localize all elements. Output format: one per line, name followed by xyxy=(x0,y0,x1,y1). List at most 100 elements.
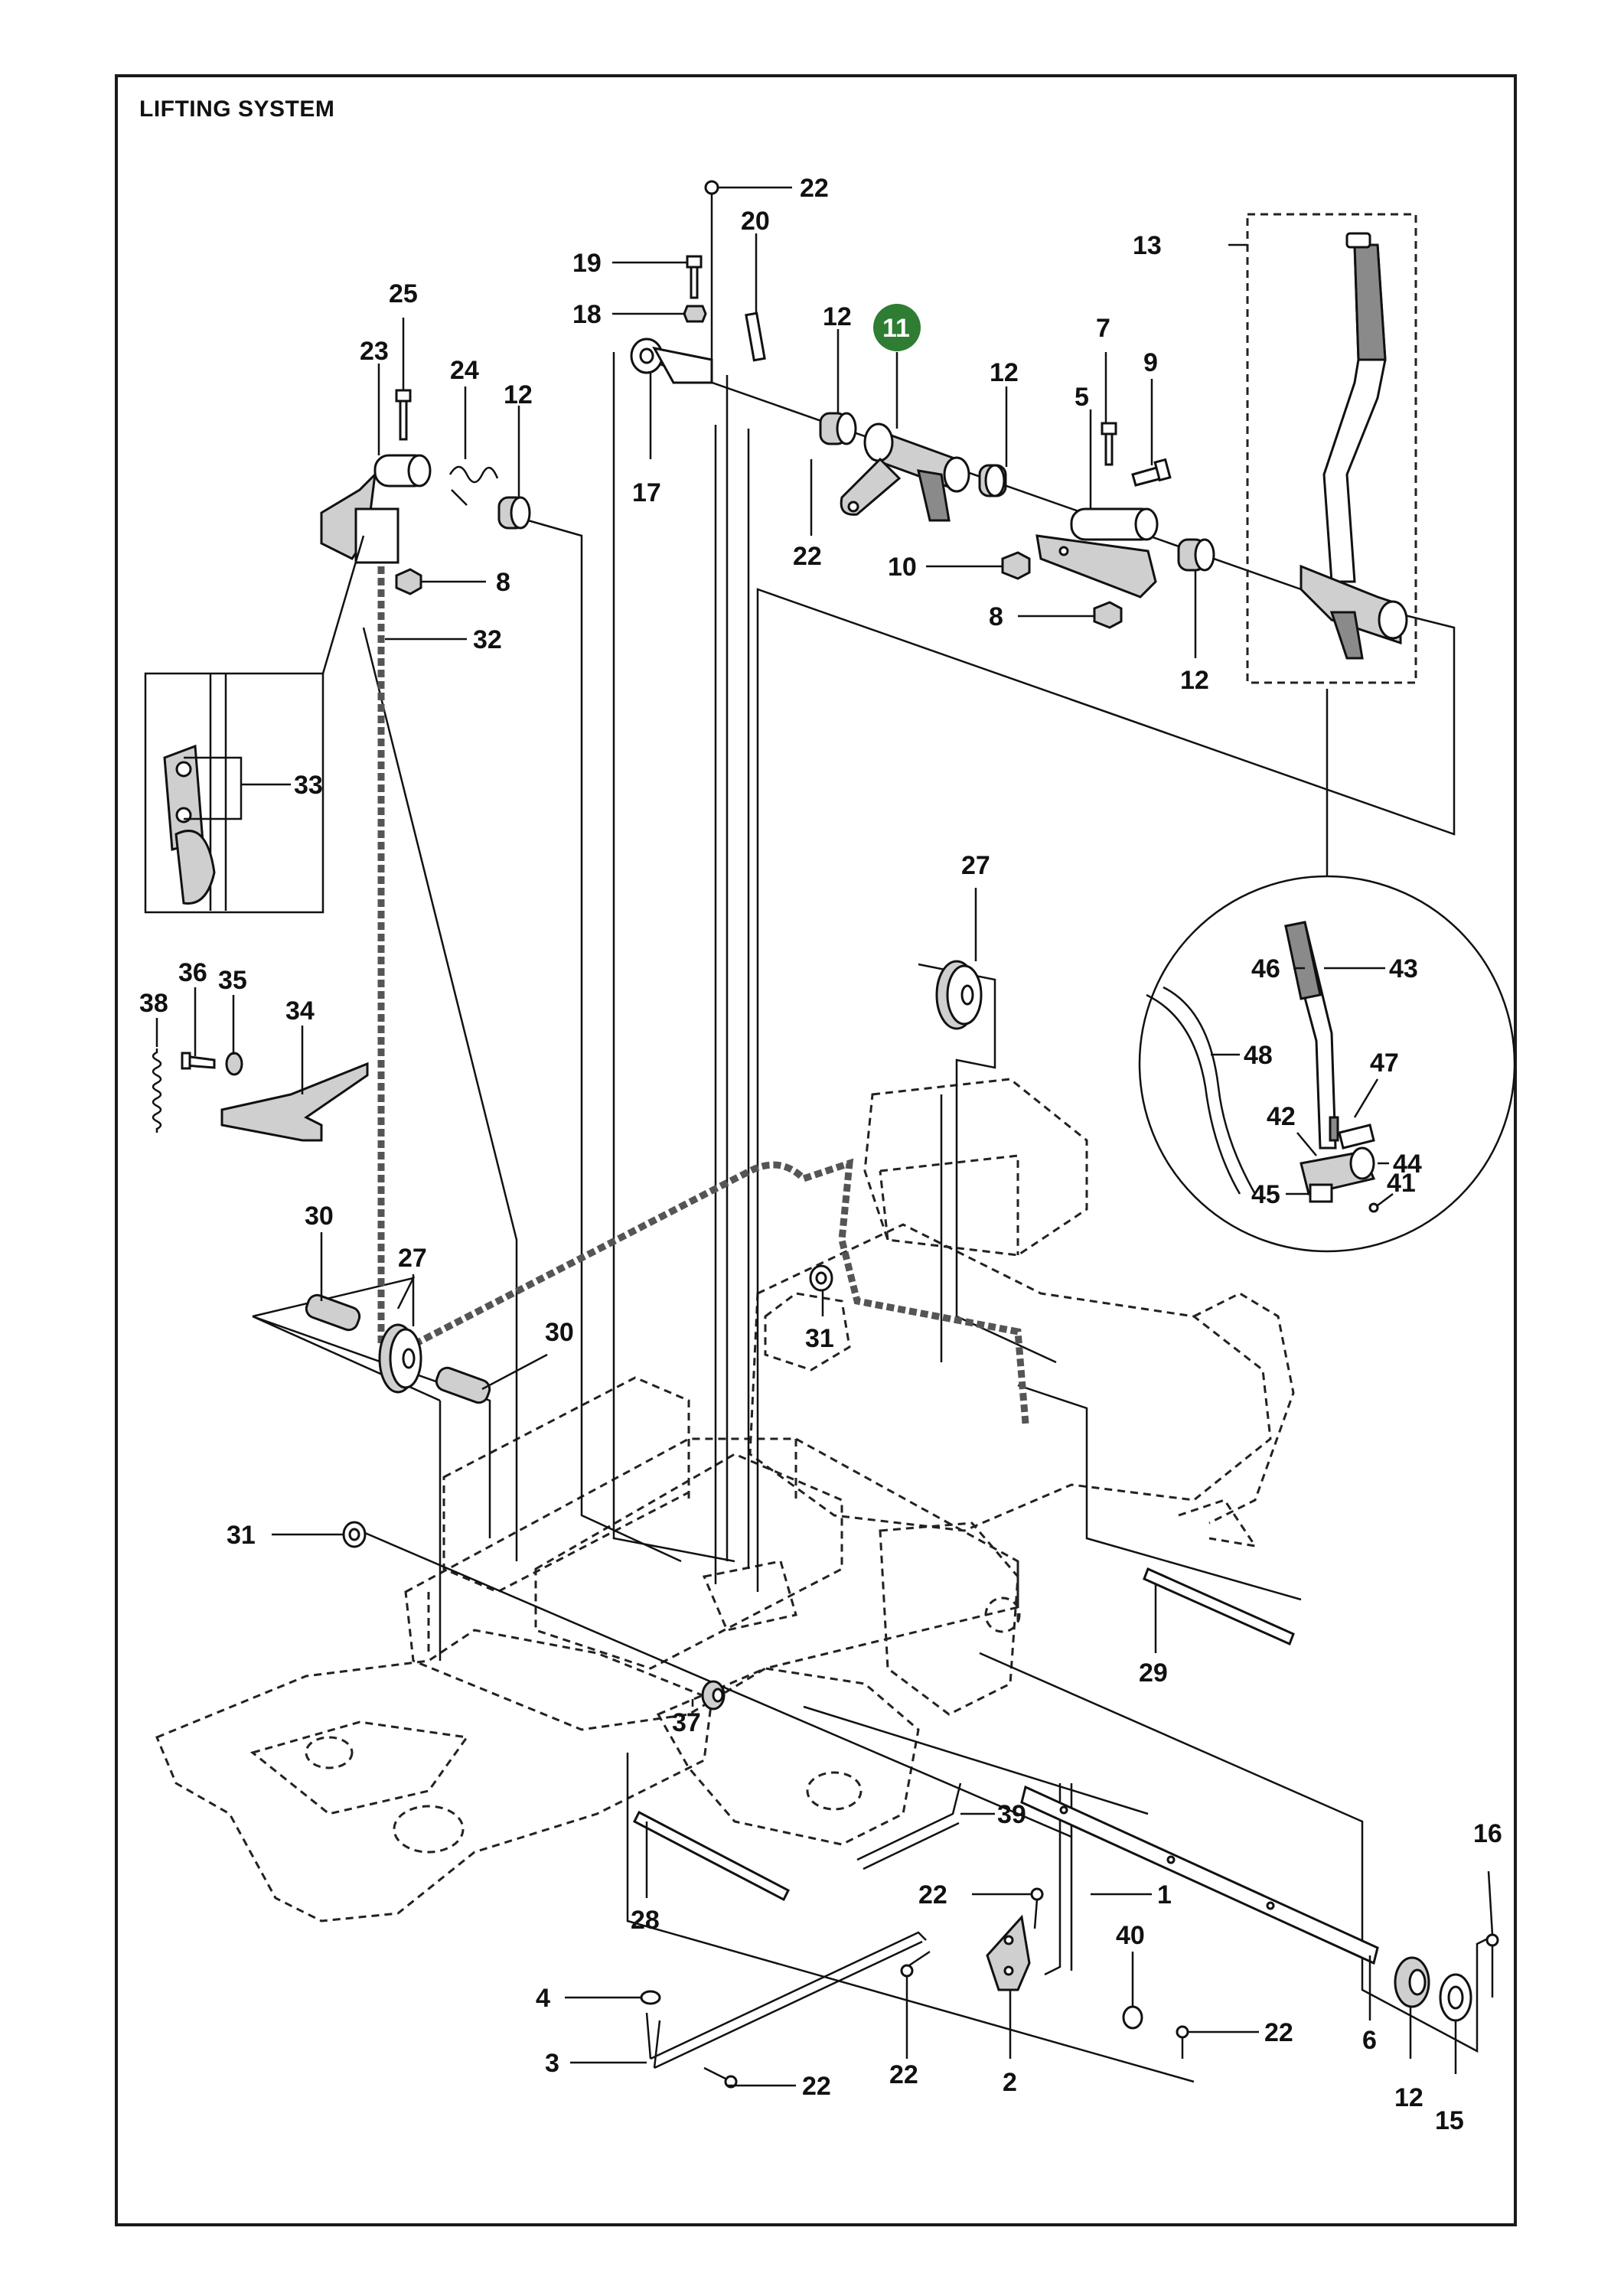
callout-31: 31 xyxy=(805,1324,834,1353)
inset-chain-link xyxy=(144,535,365,914)
part-24-spring xyxy=(448,465,499,506)
callout-5: 5 xyxy=(1075,383,1089,412)
callout-16: 16 xyxy=(1473,1819,1502,1848)
callout-12: 12 xyxy=(1180,666,1209,695)
callout-22: 22 xyxy=(793,542,822,571)
callout-43: 43 xyxy=(1389,954,1418,983)
callout-42: 42 xyxy=(1267,1102,1296,1131)
part-39-link xyxy=(856,1782,962,1870)
part-3-rod xyxy=(645,1931,927,2069)
callout-44: 44 xyxy=(1393,1150,1422,1179)
callout-39: 39 xyxy=(997,1800,1026,1829)
chassis-frame xyxy=(155,1078,1295,1923)
part-4-washer xyxy=(640,1990,661,2005)
part-18-nut xyxy=(683,305,707,323)
part-9-screw xyxy=(1131,458,1172,487)
callout-35: 35 xyxy=(218,966,247,995)
callout-19: 19 xyxy=(572,249,602,278)
roll-pins-lower xyxy=(703,1887,1189,2089)
part-28-rod xyxy=(632,1810,791,1902)
callout-8: 8 xyxy=(989,602,1003,631)
callout-12: 12 xyxy=(504,380,533,409)
callout-labels: 22 20 19 18 12 11 13 7 9 12 5 25 23 24 1… xyxy=(139,174,1502,2135)
part-30-spacer-a xyxy=(305,1293,361,1332)
part-38-spring xyxy=(152,1049,162,1133)
part-17-bracket xyxy=(630,338,713,384)
callout-3: 3 xyxy=(545,2049,559,2078)
callout-13: 13 xyxy=(1133,231,1162,260)
callout-25: 25 xyxy=(389,279,418,308)
part-19-bolt xyxy=(686,255,703,299)
part-12-bushing-a xyxy=(819,412,857,445)
part-8-nut-left xyxy=(395,568,422,595)
callout-33: 33 xyxy=(294,771,323,800)
callout-22: 22 xyxy=(889,2060,918,2089)
callout-6: 6 xyxy=(1362,2026,1377,2055)
callout-2: 2 xyxy=(1003,2068,1017,2097)
callout-22: 22 xyxy=(1264,2018,1293,2047)
callout-37: 37 xyxy=(672,1708,701,1737)
assembly-lines xyxy=(252,352,1493,2083)
callout-23: 23 xyxy=(360,337,389,366)
diagram-frame xyxy=(115,74,1517,2226)
part-15-washer xyxy=(1439,1973,1472,2022)
callout-20: 20 xyxy=(741,207,770,236)
part-12-bushing-b xyxy=(978,464,1007,497)
part-12-bushing-e xyxy=(1394,1956,1430,2008)
callout-45: 45 xyxy=(1251,1180,1280,1209)
callout-40: 40 xyxy=(1116,1921,1145,1950)
detail-lever-circle xyxy=(1138,689,1516,1253)
callout-48: 48 xyxy=(1244,1041,1273,1070)
part-8-nut-top xyxy=(1093,601,1123,629)
part-36-bolt xyxy=(181,1052,216,1070)
callout-29: 29 xyxy=(1139,1658,1168,1688)
part-20-pin xyxy=(745,311,766,362)
callout-30: 30 xyxy=(305,1202,334,1231)
callout-22: 22 xyxy=(800,174,829,203)
part-12-bushing-c xyxy=(1177,538,1215,572)
callout-1: 1 xyxy=(1157,1880,1172,1910)
callout-18: 18 xyxy=(572,300,602,329)
part-16-pin xyxy=(1485,1933,1499,1998)
callout-10: 10 xyxy=(888,553,917,582)
callout-41: 41 xyxy=(1387,1169,1416,1198)
callout-27: 27 xyxy=(398,1244,427,1273)
callout-4: 4 xyxy=(536,1984,550,2013)
part-31-washer-center xyxy=(809,1264,833,1292)
part-34-bracket xyxy=(220,1062,369,1142)
callout-12: 12 xyxy=(823,302,852,331)
part-10-nut xyxy=(1001,551,1031,580)
callout-7: 7 xyxy=(1096,314,1110,343)
part-22-roll-pin-top xyxy=(704,180,719,360)
lifting-chain xyxy=(377,520,1029,1424)
callout-12: 12 xyxy=(1394,2083,1423,2112)
part-7-bolt xyxy=(1101,422,1117,466)
callout-46: 46 xyxy=(1251,954,1280,983)
part-2-plate xyxy=(986,1914,1031,1991)
part-29-shaft xyxy=(1143,1567,1295,1646)
callout-12: 12 xyxy=(990,358,1019,387)
part-13-lever-assembly xyxy=(1246,213,1417,684)
callout-9: 9 xyxy=(1143,348,1158,377)
part-27-pulley-left xyxy=(378,1323,422,1394)
highlight-marker-11 xyxy=(873,304,921,351)
callout-28: 28 xyxy=(631,1906,660,1935)
part-40-clip xyxy=(1122,2005,1143,2030)
callout-47: 47 xyxy=(1370,1049,1399,1078)
callout-22: 22 xyxy=(802,2072,831,2101)
callout-36: 36 xyxy=(178,958,207,987)
part-35-washer xyxy=(225,1052,243,1076)
callout-27: 27 xyxy=(961,851,990,880)
callout-24: 24 xyxy=(450,356,479,385)
callout-30: 30 xyxy=(545,1318,574,1347)
callout-32: 32 xyxy=(473,625,502,654)
callout-22: 22 xyxy=(918,1880,947,1910)
part-12-bushing-d xyxy=(497,496,531,530)
callout-17: 17 xyxy=(632,478,661,507)
callout-34: 34 xyxy=(285,996,315,1026)
part-5-hinge xyxy=(1035,507,1159,598)
part-11-lever xyxy=(840,422,970,522)
part-25-bolt xyxy=(395,389,412,441)
part-23-arm xyxy=(320,454,432,564)
